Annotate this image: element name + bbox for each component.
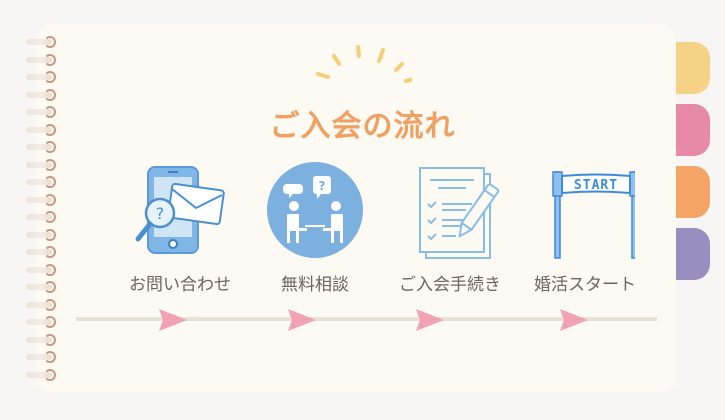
spiral-ring bbox=[26, 281, 56, 293]
spiral-ring bbox=[26, 71, 56, 83]
spiral-ring bbox=[26, 333, 56, 346]
arrow-right-icon bbox=[159, 309, 187, 331]
document-pencil-icon bbox=[419, 167, 500, 259]
svg-text:?: ? bbox=[156, 204, 165, 223]
step-enrollment: ご入会手続き bbox=[380, 160, 520, 295]
sun-rays-icon bbox=[316, 45, 412, 83]
step-label: ご入会手続き bbox=[399, 275, 501, 295]
spiral-ring bbox=[26, 228, 56, 241]
spiral-ring bbox=[26, 246, 56, 258]
spiral-ring bbox=[26, 193, 56, 206]
arrow-right-icon bbox=[288, 309, 316, 331]
spiral-ring bbox=[26, 211, 56, 223]
svg-text:?: ? bbox=[319, 179, 326, 193]
spiral-ring bbox=[26, 88, 56, 101]
spiral-ring bbox=[26, 298, 56, 311]
spiral-ring bbox=[26, 36, 56, 48]
step-label: お問い合わせ bbox=[129, 275, 231, 295]
arrow-right-icon bbox=[416, 309, 444, 331]
page-title: ご入会の流れ bbox=[269, 109, 456, 144]
start-gate-icon: START bbox=[552, 171, 635, 259]
step-label: 婚活スタート bbox=[534, 275, 636, 295]
step-inquiry: ? お問い合わせ bbox=[110, 160, 250, 295]
svg-text:START: START bbox=[574, 178, 618, 193]
arrow-right-icon bbox=[560, 309, 588, 331]
spiral-ring bbox=[26, 351, 56, 363]
spiral-ring bbox=[26, 123, 56, 136]
step-label: 無料相談 bbox=[281, 275, 349, 295]
spiral-ring bbox=[26, 263, 56, 276]
timeline-line bbox=[76, 317, 657, 321]
spiral-ring bbox=[26, 106, 56, 118]
spiral-ring bbox=[26, 316, 56, 328]
spiral-ring bbox=[26, 176, 56, 188]
spiral-ring bbox=[26, 368, 56, 381]
step-consultation: ? 無料相談 bbox=[245, 160, 385, 295]
spiral-ring bbox=[26, 141, 56, 153]
consultation-icon: ? bbox=[267, 162, 363, 258]
spiral-ring bbox=[26, 158, 56, 171]
spiral-ring bbox=[26, 53, 56, 66]
step-start: START 婚活スタート bbox=[515, 160, 655, 295]
phone-mail-search-icon: ? bbox=[135, 165, 225, 254]
